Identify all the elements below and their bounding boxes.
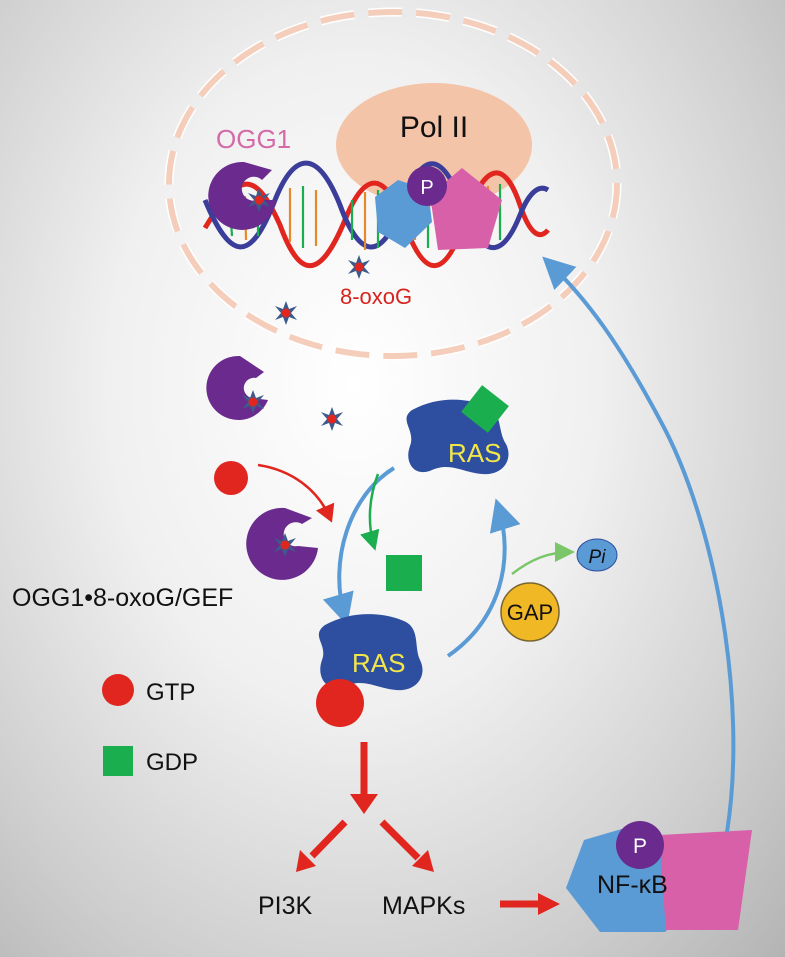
ras-gtp-bound (318, 614, 423, 691)
pol-ii-label: Pol II (400, 111, 468, 144)
phospho-circle-nfkb (616, 821, 664, 869)
oxog-lesion-icon (348, 255, 370, 279)
pi-circle (576, 538, 618, 572)
ogg1-label: OGG1 (216, 124, 291, 154)
gap-circle (500, 582, 560, 642)
gtp-arrow (257, 463, 335, 523)
nfkb-nuclear-translocation-arrow (542, 256, 736, 833)
downstream-arrows (296, 742, 560, 915)
oxog-label: 8-oxoG (340, 284, 412, 309)
gdp-square-bound (461, 385, 509, 433)
gap-label: GAP (507, 600, 553, 625)
nfkb-pink-subunit (660, 830, 752, 930)
ras-bottom-label: RAS (352, 648, 405, 678)
ogg1-enzyme-nucleus (208, 161, 276, 230)
legend-gtp-icon (102, 674, 134, 706)
gdp-square-released (386, 555, 422, 591)
phospho-circle-top (407, 166, 447, 206)
tf-pentagon-pink (430, 168, 502, 250)
oxog-lesion-icon (275, 301, 297, 325)
pi-label: Pi (589, 547, 607, 568)
nfkb-label: NF-κB (597, 871, 668, 899)
activation-arrow (322, 466, 396, 626)
phospho-label-top: P (420, 177, 433, 199)
pi3k-label: PI3K (258, 892, 313, 920)
mapks-label: MAPKs (382, 892, 465, 920)
gtp-circle-free (214, 461, 248, 495)
gtp-circle-bound (316, 679, 364, 727)
legend-gdp-icon (103, 746, 133, 776)
pi-release-arrow (511, 542, 575, 575)
legend-gdp-label: GDP (146, 749, 198, 776)
oxog-lesion-icon (321, 407, 343, 431)
gdp-release-arrow (360, 473, 380, 551)
complex-label: OGG1•8-oxoG/GEF (12, 584, 233, 612)
ras-top-label: RAS (448, 438, 501, 468)
ogg1-enzyme-free (206, 355, 268, 420)
phospho-label-nfkb: P (633, 835, 647, 858)
inactivation-arrow (446, 498, 521, 658)
pol-ii-shape (336, 83, 532, 207)
legend-gtp-label: GTP (146, 679, 195, 706)
